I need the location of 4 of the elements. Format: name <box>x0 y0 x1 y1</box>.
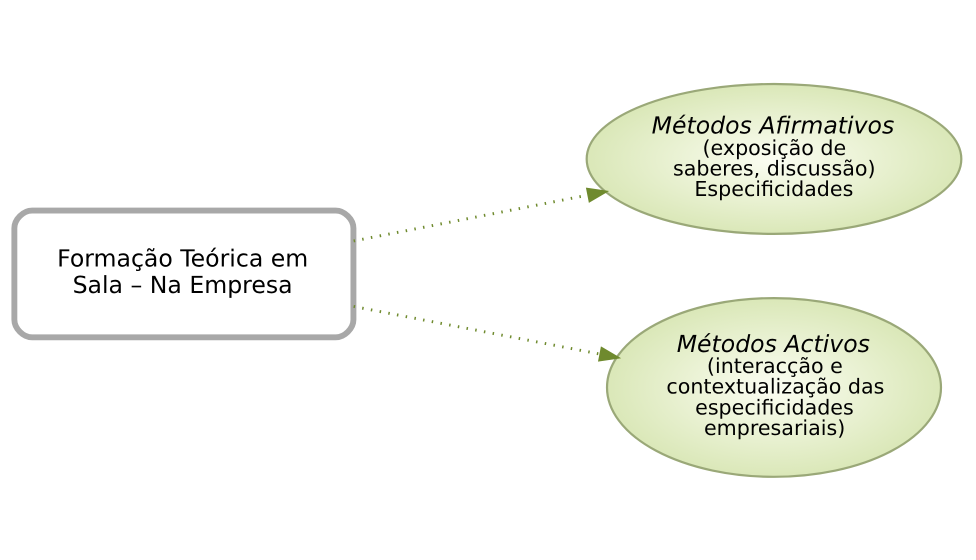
node-box: Formação Teórica em Sala – Na Empresa <box>11 207 356 340</box>
node-ellipse: Métodos Activos (interacção e contextualização das especificidades empresariais) <box>606 296 942 478</box>
arrow <box>353 304 622 362</box>
arrow <box>353 187 610 242</box>
